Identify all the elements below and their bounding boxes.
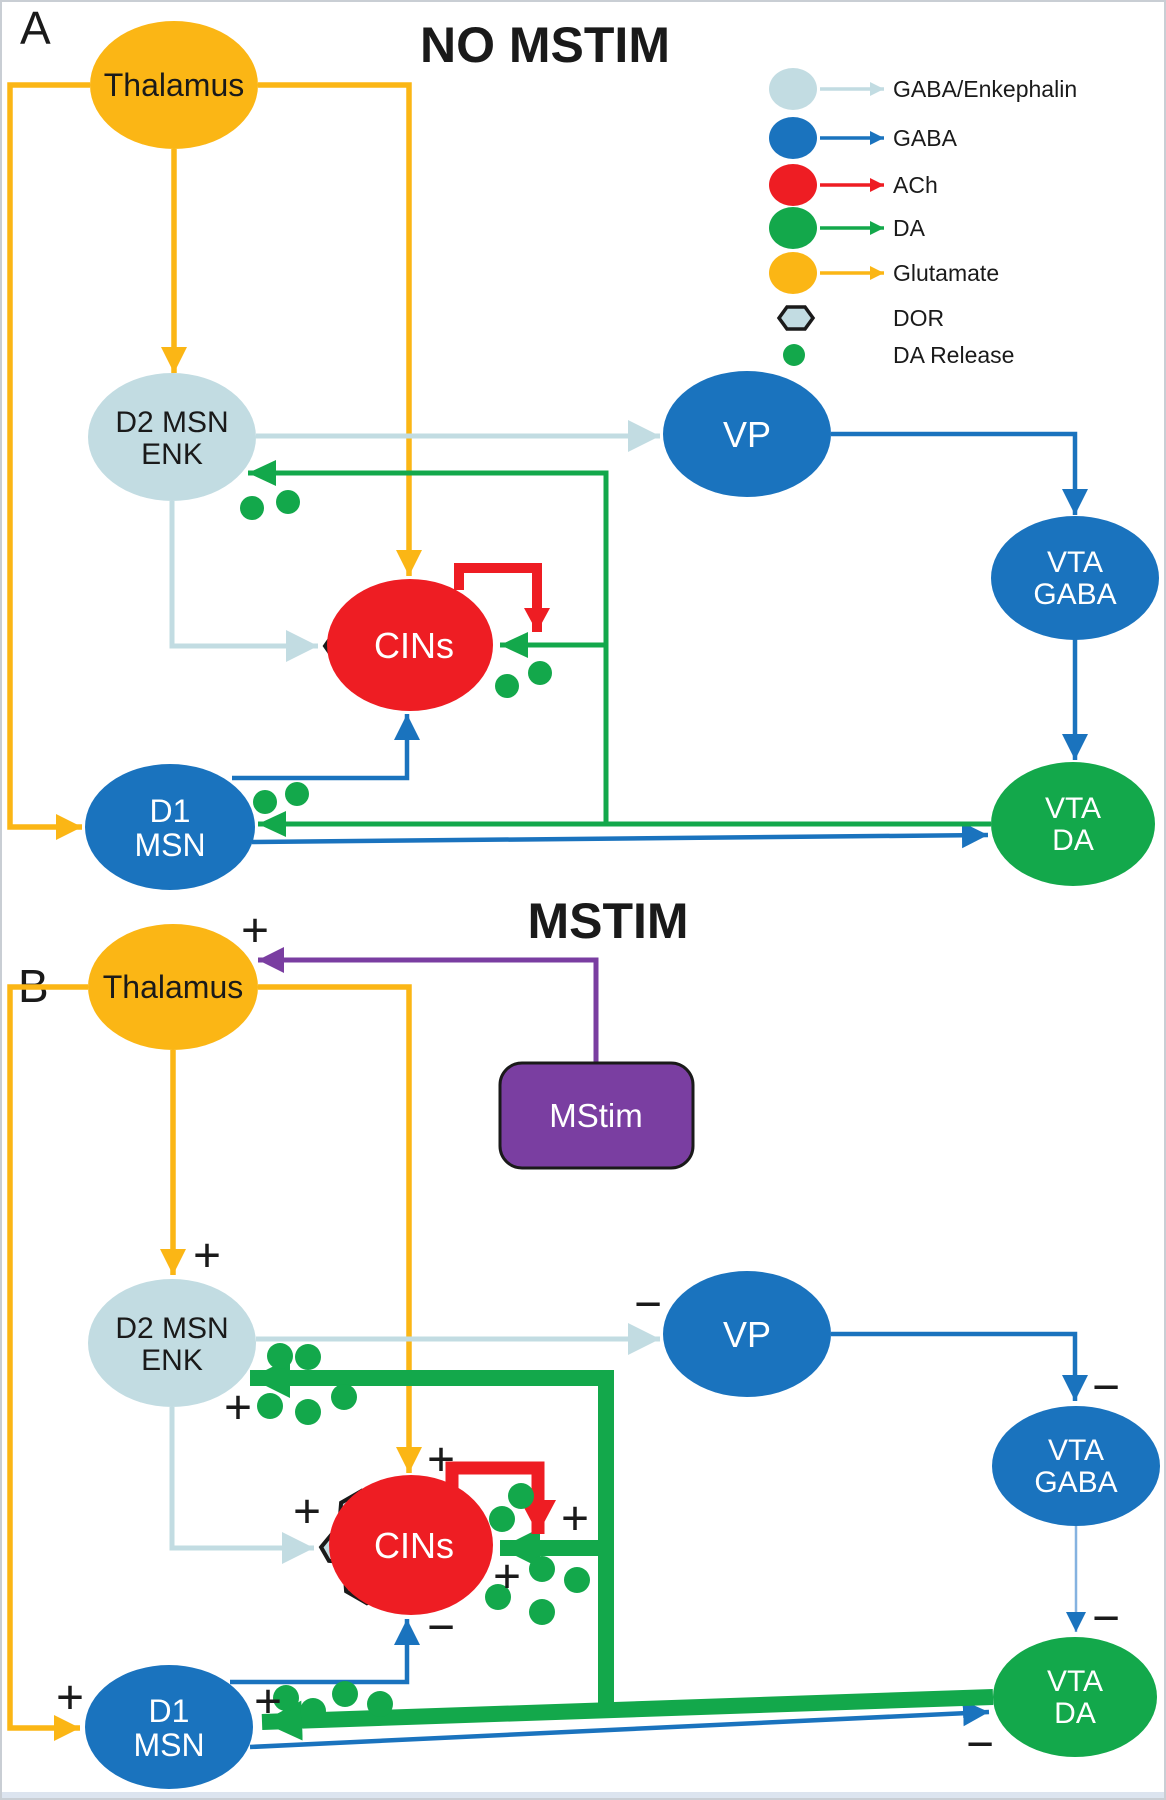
- sign-plus-b-da-d1: +: [254, 1673, 283, 1729]
- da-release-dots-b-cins: [485, 1483, 590, 1625]
- legend-swatch-gaba-enkephalin: [769, 68, 817, 110]
- node-a-d2-label-2: ENK: [141, 438, 203, 471]
- legend: GABA/Enkephalin GABA ACh DA Glutamate DO…: [769, 68, 1077, 368]
- node-b-vta-da: [993, 1637, 1157, 1757]
- node-b-cins: [329, 1475, 493, 1615]
- legend-label-da: DA: [893, 215, 926, 241]
- edge-b-d1-cins: [230, 1619, 420, 1685]
- edge-b-mstim-thalamus: [258, 947, 599, 1063]
- node-a-thalamus-label: Thalamus: [104, 67, 245, 103]
- node-a-vta-da: [991, 762, 1155, 886]
- sign-minus-b-d2-vp: −: [634, 1276, 663, 1332]
- edge-b-vp-vtagaba: [831, 1331, 1088, 1401]
- node-b-d1-label-1: D1: [149, 1693, 190, 1729]
- node-a-d2-msn-enk: [88, 373, 256, 501]
- panel-b: B MSTIM: [7, 893, 1160, 1789]
- node-a-vp: [663, 371, 831, 497]
- legend-label-gaba-enkephalin: GABA/Enkephalin: [893, 76, 1077, 102]
- node-a-vtagaba-label-1: VTA: [1047, 546, 1103, 579]
- node-b-d2-label-1: D2 MSN: [115, 1312, 228, 1345]
- sign-plus-b-thalamus-d1: +: [56, 1669, 85, 1725]
- sign-plus-b-ach-selfloop: +: [561, 1490, 590, 1546]
- sign-plus-b-thalamus-cins: +: [427, 1431, 456, 1487]
- node-b-vtagaba-label-1: VTA: [1048, 1434, 1104, 1467]
- node-a-cins-label: CINs: [374, 625, 454, 666]
- node-b-d1-msn: [85, 1665, 253, 1789]
- edge-b-vtada-d2: [250, 1358, 614, 1712]
- edge-a-vp-vtagaba: [831, 431, 1088, 515]
- node-b-vp-label: VP: [723, 1314, 771, 1355]
- node-a-vp-label: VP: [723, 414, 771, 455]
- node-a-d1-msn: [85, 764, 255, 890]
- node-a-vtada-label-2: DA: [1052, 824, 1094, 857]
- da-release-dots-a-d1: [253, 782, 309, 814]
- node-b-d2-label-2: ENK: [141, 1344, 203, 1377]
- panel-a-title: NO MSTIM: [420, 17, 670, 73]
- node-b-thalamus-label: Thalamus: [103, 969, 244, 1005]
- sign-plus-b-da-d2: +: [224, 1379, 253, 1435]
- edge-b-vtada-d1: [261, 1689, 994, 1741]
- da-release-dots-a-d2: [240, 490, 300, 520]
- edge-a-d2-cins: [169, 501, 318, 662]
- sign-minus-b-vp-vtagaba: −: [1092, 1359, 1121, 1415]
- edge-b-cins-selfloop: [445, 1461, 556, 1534]
- legend-swatch-ach: [769, 164, 817, 206]
- edge-b-d2-cins: [169, 1407, 314, 1564]
- edge-a-thalamus-cins: [258, 82, 422, 576]
- legend-swatch-da: [769, 207, 817, 249]
- node-b-d1-label-2: MSN: [133, 1727, 204, 1763]
- node-b-thalamus: [88, 924, 258, 1050]
- sign-minus-b-d1-vtada: −: [966, 1716, 995, 1772]
- legend-label-gaba: GABA: [893, 125, 958, 151]
- node-b-vp: [663, 1271, 831, 1397]
- frame-bottom-strip: [2, 1792, 1164, 1798]
- sign-minus-b-d1-cins: −: [427, 1599, 456, 1655]
- sign-minus-b-vtagaba-vtada: −: [1092, 1590, 1121, 1646]
- node-b-d2-msn-enk: [88, 1279, 256, 1407]
- legend-swatch-da-release: [783, 344, 805, 366]
- da-release-dots-b-d1: [273, 1681, 393, 1724]
- da-release-dots-a-cins: [495, 661, 552, 698]
- node-b-mstim-label: MStim: [549, 1097, 643, 1134]
- legend-swatch-glutamate: [769, 252, 817, 294]
- legend-label-glutamate: Glutamate: [893, 260, 999, 286]
- sign-plus-b-thalamus-d2: +: [193, 1227, 222, 1283]
- panel-a-letter: A: [20, 2, 51, 54]
- panel-a: A NO MSTIM Thalamus D2 MSN E: [7, 2, 1159, 890]
- edge-b-thalamus-d1: [7, 984, 88, 1741]
- node-b-vtada-label-1: VTA: [1047, 1665, 1103, 1698]
- sign-plus-b-mstim-thalamus: +: [241, 902, 270, 958]
- node-b-vta-gaba: [992, 1406, 1160, 1526]
- edge-a-d1-vtada: [251, 822, 989, 849]
- node-a-thalamus: [90, 21, 258, 149]
- node-b-mstim: [498, 1061, 695, 1170]
- edge-a-d1-cins: [232, 714, 420, 781]
- edge-a-thalamus-d1: [7, 82, 90, 840]
- legend-swatch-dor: [776, 305, 816, 331]
- node-b-vtagaba-label-2: GABA: [1034, 1466, 1117, 1499]
- edge-b-d1-vtada: [249, 1700, 990, 1750]
- legend-label-ach: ACh: [893, 172, 938, 198]
- legend-label-da-release: DA Release: [893, 342, 1014, 368]
- sign-plus-b-da-cins: +: [493, 1548, 522, 1604]
- edge-b-thalamus-cins: [258, 984, 422, 1473]
- sign-plus-b-dor-cins: +: [293, 1483, 322, 1539]
- node-a-vta-gaba: [991, 516, 1159, 640]
- node-b-cins-label: CINs: [374, 1525, 454, 1566]
- node-a-d1-label-2: MSN: [134, 827, 205, 863]
- da-release-dots-b-d2: [257, 1343, 357, 1425]
- edge-a-vtada-d2: [248, 460, 609, 824]
- node-a-vtada-label-1: VTA: [1045, 792, 1101, 825]
- node-a-d1-label-1: D1: [150, 793, 191, 829]
- legend-label-dor: DOR: [893, 305, 944, 331]
- edge-a-cins-selfloop: [454, 563, 550, 632]
- panel-b-title: MSTIM: [527, 893, 688, 949]
- node-b-vtada-label-2: DA: [1054, 1697, 1096, 1730]
- node-a-cins: [327, 579, 493, 711]
- node-a-d2-label-1: D2 MSN: [115, 406, 228, 439]
- legend-swatch-gaba: [769, 117, 817, 159]
- node-a-vtagaba-label-2: GABA: [1033, 578, 1116, 611]
